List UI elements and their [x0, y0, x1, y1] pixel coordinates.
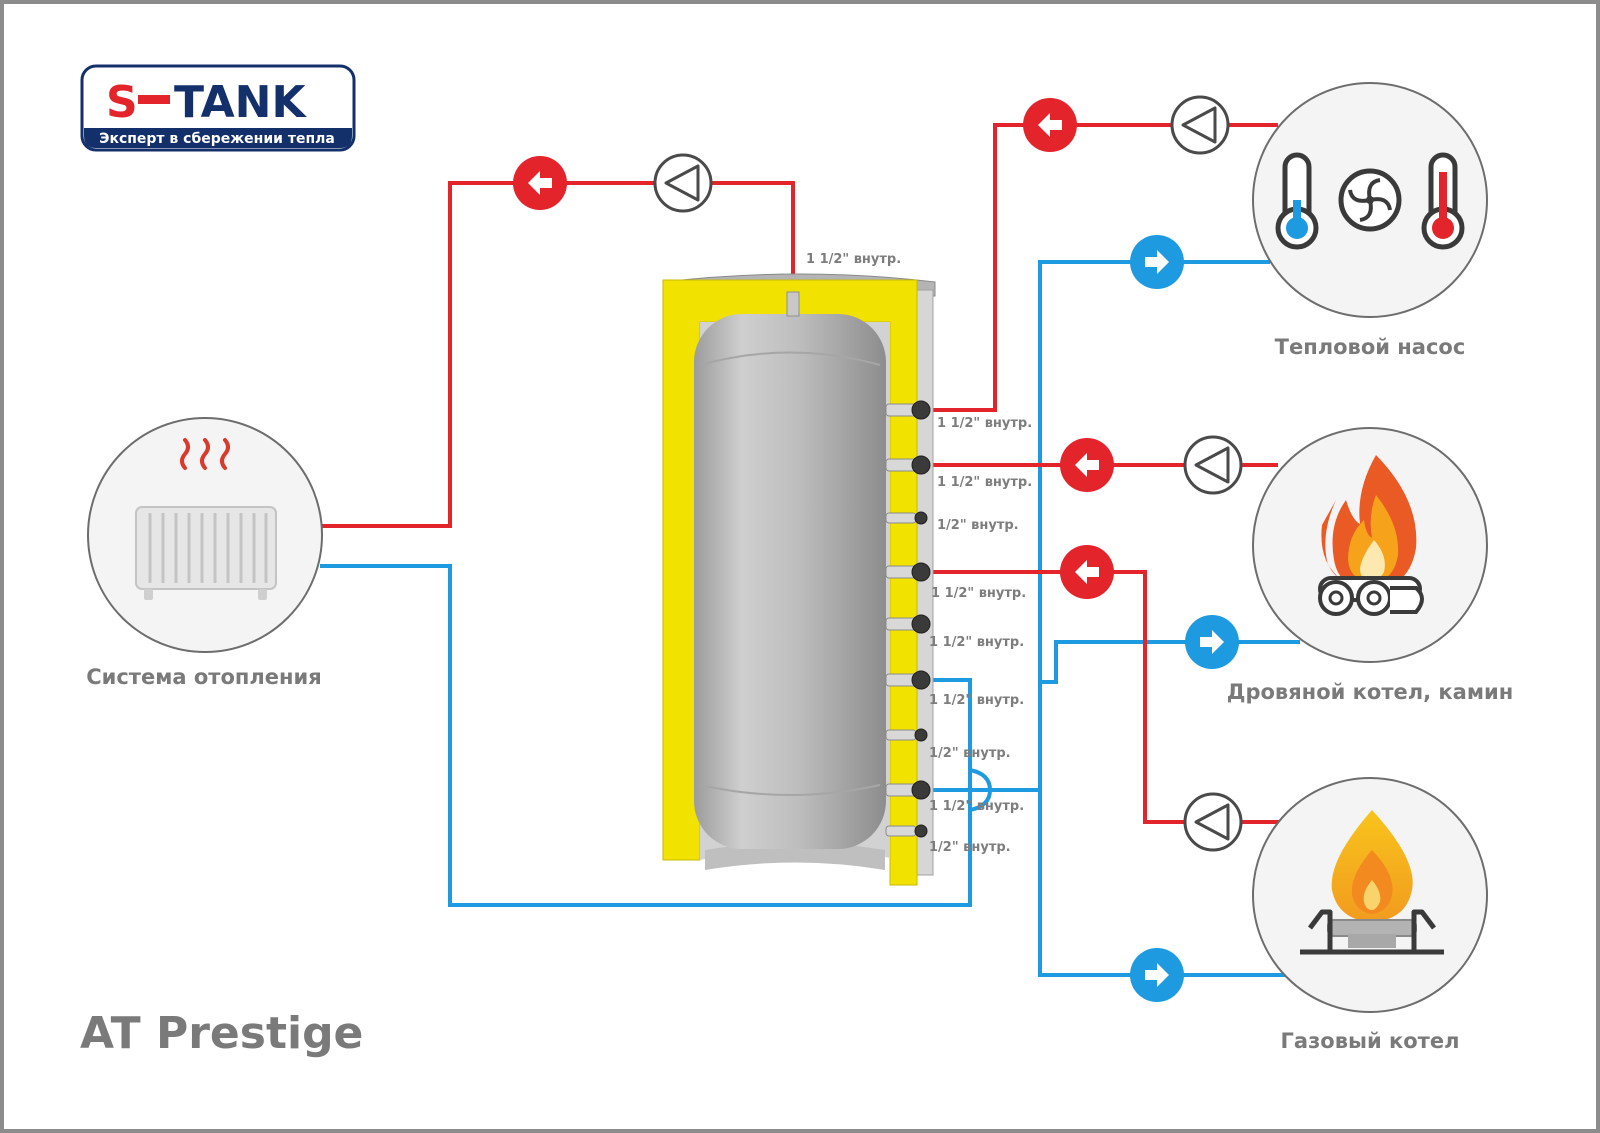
model-name: AT Prestige	[80, 1008, 363, 1059]
heat-pump-supply-pipe	[922, 123, 1278, 412]
fitting-label: 1/2" внутр.	[929, 840, 1011, 855]
wood-boiler-return-pipe	[1040, 640, 1300, 684]
heating-return-pipe	[320, 564, 972, 907]
port	[885, 511, 928, 525]
fitting-label: 1 1/2" внутр.	[929, 693, 1024, 708]
fitting-label: 1 1/2" внутр.	[929, 635, 1024, 650]
logo-slogan: Эксперт в сбережении тепла	[99, 131, 335, 147]
fitting-label: 1 1/2" внутр.	[937, 475, 1032, 490]
fitting-label: 1/2" внутр.	[929, 746, 1011, 761]
logo-brand-prefix: S	[106, 77, 138, 128]
heat-pump-return-pipe	[1038, 260, 1290, 977]
arrow-right-icon	[1185, 615, 1239, 669]
arrow-left-icon	[1023, 98, 1077, 152]
logo-dash	[138, 95, 170, 104]
heating-system-label: Система отопления	[86, 665, 322, 689]
gas-flame-icon	[1300, 810, 1444, 955]
port	[885, 614, 931, 634]
cold-thermometer-icon	[1275, 152, 1319, 250]
flow-indicators	[513, 98, 1239, 1002]
hot-thermometer-icon	[1421, 152, 1465, 250]
arrow-right-icon	[1130, 948, 1184, 1002]
port	[885, 824, 928, 838]
arrow-left-icon	[513, 156, 567, 210]
radiator-icon	[135, 438, 277, 600]
heat-pump-label: Тепловой насос	[1275, 335, 1466, 359]
fitting-label: 1 1/2" внутр.	[931, 586, 1026, 601]
logo-brand-suffix: TANK	[174, 77, 307, 128]
pump-icon	[1183, 435, 1243, 495]
fan-icon	[1338, 168, 1402, 232]
fitting-label: 1 1/2" внутр.	[937, 416, 1032, 431]
port	[885, 400, 931, 420]
pump-icon	[653, 153, 713, 213]
port	[885, 562, 931, 582]
gas-boiler: Газовый котел	[1252, 777, 1488, 1053]
top-fitting-label: 1 1/2" внутр.	[806, 252, 901, 267]
port	[885, 780, 931, 800]
fitting-labels: 1 1/2" внутр. 1 1/2" внутр. 1 1/2" внутр…	[806, 252, 1032, 855]
port	[885, 455, 931, 475]
storage-tank	[662, 273, 936, 886]
port	[885, 728, 928, 742]
heat-pump-icon	[1275, 152, 1465, 250]
wood-boiler-label: Дровяной котел, камин	[1227, 680, 1513, 704]
pumps	[653, 95, 1243, 852]
side-ports	[885, 400, 931, 838]
arrow-left-icon	[1060, 545, 1114, 599]
fitting-label: 1 1/2" внутр.	[929, 799, 1024, 814]
heat-pump: Тепловой насос	[1252, 82, 1488, 359]
tank-vessel	[694, 314, 886, 849]
heating-system: Система отопления	[86, 417, 323, 689]
pump-icon	[1183, 792, 1243, 852]
fitting-label: 1/2" внутр.	[937, 518, 1019, 533]
gas-boiler-label: Газовый котел	[1281, 1029, 1460, 1053]
logo: S TANK Эксперт в сбережении тепла	[80, 64, 356, 152]
fire-icon	[1318, 455, 1424, 616]
port	[885, 670, 931, 690]
arrow-left-icon	[1060, 438, 1114, 492]
pump-icon	[1170, 95, 1230, 155]
top-fitting	[786, 291, 800, 317]
wood-boiler: Дровяной котел, камин	[1227, 427, 1513, 704]
heating-supply-pipe	[320, 181, 795, 528]
bypass-loop	[969, 768, 993, 812]
arrow-right-icon	[1130, 235, 1184, 289]
